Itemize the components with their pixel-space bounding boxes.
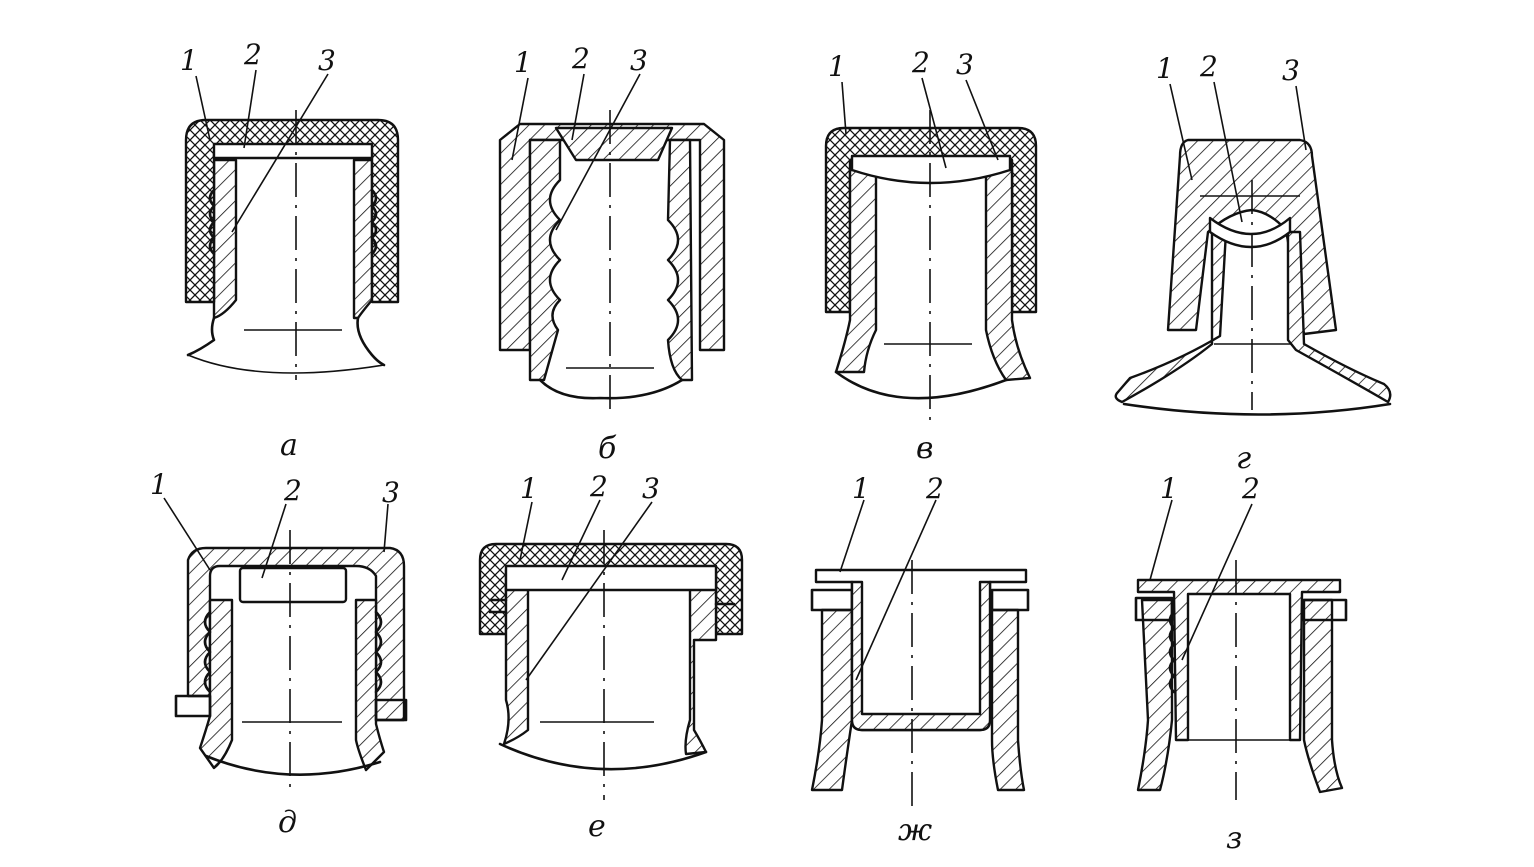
label-2: 2 <box>1199 50 1218 83</box>
panel-v: 1 2 3 в <box>824 46 1038 466</box>
label-2: 2 <box>925 472 944 505</box>
label-2: 2 <box>589 470 608 503</box>
label-3: 3 <box>1282 54 1300 87</box>
caption-v: в <box>916 431 933 466</box>
panel-d: 1 2 3 д <box>150 468 408 840</box>
caption-zh: ж <box>898 813 932 848</box>
label-1: 1 <box>1156 52 1174 85</box>
cap <box>498 122 726 352</box>
bottle-neck <box>1114 230 1392 404</box>
panel-g: 1 2 3 г <box>1114 50 1392 476</box>
caption-a: а <box>280 428 298 463</box>
cap <box>186 546 406 722</box>
caption-z: з <box>1226 821 1242 856</box>
label-3: 3 <box>382 476 400 509</box>
caption-g: г <box>1236 441 1251 476</box>
plug <box>1136 578 1342 742</box>
label-1: 1 <box>180 44 198 77</box>
label-2: 2 <box>243 38 262 71</box>
label-1: 1 <box>150 468 168 501</box>
label-3: 3 <box>642 472 660 505</box>
caption-d: д <box>278 805 297 840</box>
label-2: 2 <box>571 42 590 75</box>
label-1: 1 <box>520 472 538 505</box>
bottle-neck <box>810 608 1026 792</box>
insert-disk <box>554 126 674 162</box>
neck-outline <box>186 316 386 367</box>
bottle-neck <box>834 168 1032 382</box>
panel-b: 1 2 3 б <box>498 42 726 466</box>
cap <box>184 118 400 304</box>
label-2: 2 <box>911 46 930 79</box>
panel-zh: 1 2 ж <box>810 472 1030 848</box>
label-2: 2 <box>283 474 302 507</box>
bottle-neck <box>528 138 694 382</box>
panel-e: 1 2 3 е <box>478 470 744 844</box>
label-2: 2 <box>1241 472 1260 505</box>
plug-insert <box>238 566 348 604</box>
label-1: 1 <box>828 50 846 83</box>
bottle-neck <box>502 582 718 756</box>
label-1: 1 <box>514 46 532 79</box>
membrane <box>850 154 1012 185</box>
bottle-neck <box>1136 598 1344 794</box>
caption-b: б <box>598 431 617 466</box>
label-1: 1 <box>852 472 870 505</box>
label-3: 3 <box>318 44 336 77</box>
label-1: 1 <box>1160 472 1178 505</box>
caption-e: е <box>588 809 606 844</box>
liner <box>504 564 718 592</box>
bottle-neck <box>198 598 386 772</box>
label-3: 3 <box>956 48 974 81</box>
bottle-neck <box>212 158 374 320</box>
label-3: 3 <box>630 44 648 77</box>
panel-a: 1 2 3 а <box>180 38 400 463</box>
gasket <box>212 142 374 160</box>
panel-z: 1 2 з <box>1134 472 1348 856</box>
